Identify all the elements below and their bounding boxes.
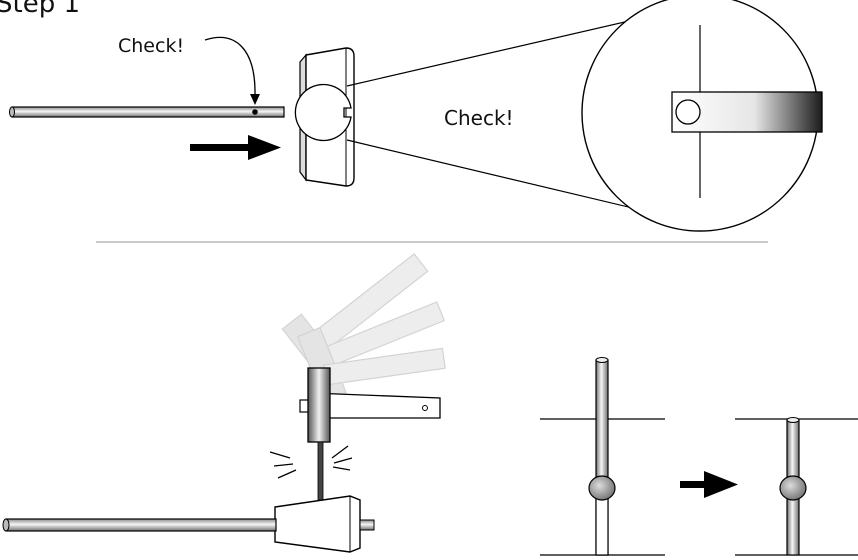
handle-end-view — [294, 83, 352, 142]
right-arrow-icon — [680, 471, 738, 498]
handle-block — [294, 47, 355, 187]
hammer-head — [307, 367, 331, 443]
ball-before — [588, 475, 616, 501]
magnified-detail — [581, 0, 823, 232]
check-label-rod: Check! — [118, 35, 184, 57]
bottom-rod — [2, 518, 277, 532]
ball-after — [779, 475, 807, 501]
insert-arrow-icon — [190, 135, 281, 160]
bottom-handle — [274, 495, 375, 553]
impact-lines-icon — [269, 445, 353, 479]
rod-hole-dot — [252, 109, 258, 115]
pin-after — [735, 417, 858, 556]
check-label-zoom: Check! — [444, 106, 514, 130]
hammering-illustration — [2, 253, 446, 553]
rod — [9, 106, 285, 118]
pin-before — [540, 357, 665, 556]
step-title: Step 1 — [0, 0, 80, 19]
hammer — [299, 367, 441, 443]
check-leader-arrow — [204, 36, 256, 97]
pin — [317, 441, 324, 501]
top-insertion-panel: Check! Check! — [9, 0, 823, 232]
